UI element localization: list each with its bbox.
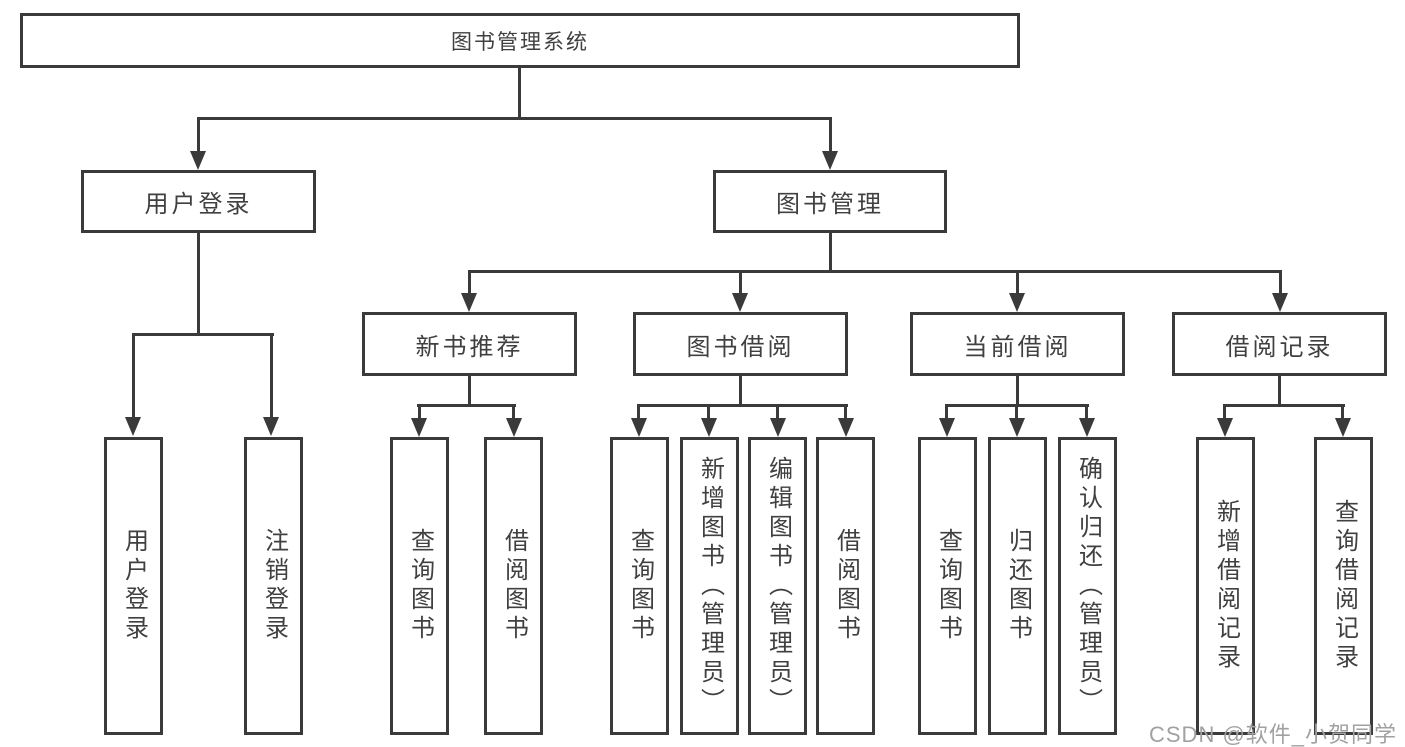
leaf-return-books-label: 归还图书 [1004, 528, 1032, 644]
arrowhead-leaf [838, 418, 854, 437]
connector-records-bar [1223, 404, 1345, 407]
leaf-query-borrow-record-label: 查询借阅记录 [1330, 499, 1358, 673]
connector-leaf [418, 406, 421, 420]
arrowhead-leaf [939, 418, 955, 437]
leaf-confirm-return-admin-label: 确认归还（管理员） [1074, 455, 1102, 717]
arrowhead-leaf-logout [263, 417, 279, 436]
leaf-query-books-1-label: 查询图书 [406, 528, 434, 644]
arrowhead-leaf [701, 418, 717, 437]
arrowhead-leaf [1079, 418, 1095, 437]
connector-to-leaf-login [132, 335, 135, 418]
leaf-borrow-books-1-label: 借阅图书 [500, 528, 528, 644]
node-user-login: 用户登录 [81, 170, 316, 233]
node-root: 图书管理系统 [20, 13, 1020, 68]
connector-current-bar [945, 404, 1089, 407]
node-new-book-recommend-label: 新书推荐 [415, 333, 524, 361]
leaf-query-books-3-label: 查询图书 [934, 528, 962, 644]
leaf-confirm-return-admin: 确认归还（管理员） [1058, 437, 1117, 735]
node-borrowing-records-label: 借阅记录 [1225, 333, 1334, 361]
connector-leaf [1341, 406, 1344, 420]
connector-leaf [1015, 406, 1018, 420]
node-book-borrowing-label: 图书借阅 [686, 333, 795, 361]
connector-root-stem [518, 67, 521, 119]
arrowhead-leaf [631, 418, 647, 437]
leaf-edit-books-admin-label: 编辑图书（管理员） [764, 455, 792, 717]
arrowhead-new-books [461, 293, 477, 312]
connector-to-book-mgmt [829, 119, 832, 152]
arrowhead-leaf [1009, 418, 1025, 437]
leaf-user-login-label: 用户登录 [120, 528, 148, 644]
connector-leaf [1223, 406, 1226, 420]
leaf-query-books-3: 查询图书 [918, 437, 977, 735]
node-book-borrowing: 图书借阅 [633, 312, 848, 376]
connector-borrowing-stem [739, 375, 742, 406]
leaf-query-borrow-record: 查询借阅记录 [1314, 437, 1373, 735]
arrowhead-user-login [190, 151, 206, 170]
node-borrowing-records: 借阅记录 [1172, 312, 1387, 376]
leaf-query-books-1: 查询图书 [390, 437, 449, 735]
arrowhead-leaf [1217, 418, 1233, 437]
leaf-add-books-admin: 新增图书（管理员） [680, 437, 739, 735]
arrowhead-leaf [506, 418, 522, 437]
connector-leaf [707, 406, 710, 420]
leaf-borrow-books-1: 借阅图书 [484, 437, 543, 735]
csdn-watermark: CSDN @软件_小贺同学 [1149, 722, 1398, 747]
connector-leaf [844, 406, 847, 420]
node-current-borrowing-label: 当前借阅 [963, 333, 1072, 361]
connector-leaf [637, 406, 640, 420]
connector-user-login-bar [132, 333, 274, 336]
connector-to-new-books [468, 272, 471, 295]
connector-level2-bar [197, 117, 832, 120]
connector-to-records [1279, 272, 1282, 295]
connector-new-books-bar [417, 404, 516, 407]
leaf-user-login: 用户登录 [104, 437, 163, 735]
node-book-mgmt: 图书管理 [713, 170, 947, 233]
connector-to-user-login [197, 119, 200, 152]
leaf-borrow-books-2: 借阅图书 [816, 437, 875, 735]
connector-leaf [1085, 406, 1088, 420]
connector-to-leaf-logout [270, 335, 273, 418]
leaf-logout: 注销登录 [244, 437, 303, 735]
arrowhead-leaf-login [125, 417, 141, 436]
arrowhead-borrowing [732, 293, 748, 312]
connector-book-mgmt-stem [829, 232, 832, 272]
leaf-add-borrow-record: 新增借阅记录 [1196, 437, 1255, 735]
leaf-borrow-books-2-label: 借阅图书 [832, 528, 860, 644]
connector-leaf [945, 406, 948, 420]
connector-current-stem [1016, 375, 1019, 406]
connector-leaf [512, 406, 515, 420]
arrowhead-book-mgmt [822, 151, 838, 170]
arrowhead-records [1272, 293, 1288, 312]
connector-to-borrowing [739, 272, 742, 295]
leaf-query-books-2: 查询图书 [610, 437, 669, 735]
arrowhead-leaf [770, 418, 786, 437]
node-root-label: 图书管理系统 [451, 30, 589, 54]
connector-level3-bar [468, 270, 1282, 273]
arrowhead-current [1009, 293, 1025, 312]
connector-user-login-stem [197, 232, 200, 335]
leaf-add-borrow-record-label: 新增借阅记录 [1212, 499, 1240, 673]
node-current-borrowing: 当前借阅 [910, 312, 1125, 376]
arrowhead-leaf [411, 418, 427, 437]
leaf-query-books-2-label: 查询图书 [626, 528, 654, 644]
connector-leaf [776, 406, 779, 420]
node-new-book-recommend: 新书推荐 [362, 312, 577, 376]
node-book-mgmt-label: 图书管理 [776, 191, 884, 218]
connector-records-stem [1278, 375, 1281, 406]
connector-borrowing-bar [637, 404, 848, 407]
leaf-edit-books-admin: 编辑图书（管理员） [748, 437, 807, 735]
connector-new-books-stem [468, 375, 471, 406]
arrowhead-leaf [1335, 418, 1351, 437]
connector-to-current [1016, 272, 1019, 295]
leaf-logout-label: 注销登录 [260, 528, 288, 644]
node-user-login-label: 用户登录 [144, 191, 253, 218]
leaf-add-books-admin-label: 新增图书（管理员） [696, 455, 724, 717]
leaf-return-books: 归还图书 [988, 437, 1047, 735]
